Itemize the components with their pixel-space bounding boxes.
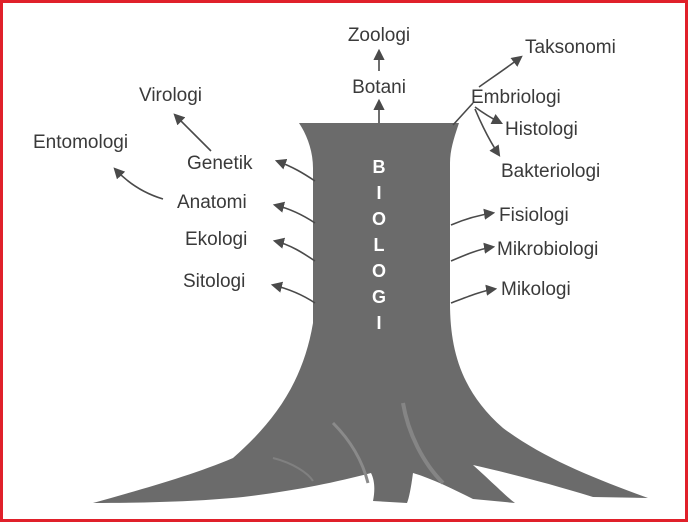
arrow bbox=[474, 108, 501, 157]
trunk-letter: O bbox=[372, 261, 386, 281]
label-sitologi: Sitologi bbox=[183, 271, 245, 292]
arrow bbox=[450, 208, 496, 226]
arrow bbox=[452, 102, 474, 126]
branch-labels: Zoologi Botani Taksonomi Embriologi Hist… bbox=[33, 25, 616, 300]
label-mikologi: Mikologi bbox=[501, 279, 571, 300]
trunk-letter: L bbox=[374, 235, 385, 255]
label-zoologi: Zoologi bbox=[348, 25, 410, 46]
arrow bbox=[450, 284, 498, 304]
arrow bbox=[272, 201, 316, 224]
arrow bbox=[113, 167, 164, 200]
label-fisiologi: Fisiologi bbox=[499, 205, 569, 226]
label-botani: Botani bbox=[352, 77, 406, 98]
biology-tree-diagram: B I O L O G I bbox=[33, 25, 648, 503]
label-anatomi: Anatomi bbox=[177, 192, 247, 213]
bark-streak bbox=[331, 421, 370, 484]
label-taksonomi: Taksonomi bbox=[525, 37, 616, 58]
arrow bbox=[474, 106, 504, 125]
trunk-letter: G bbox=[372, 287, 386, 307]
arrow bbox=[270, 281, 316, 304]
bark-streak bbox=[272, 457, 314, 482]
label-histologi: Histologi bbox=[505, 119, 578, 140]
label-entomologi: Entomologi bbox=[33, 132, 128, 153]
label-virologi: Virologi bbox=[139, 85, 202, 106]
arrow bbox=[478, 55, 523, 88]
tree-trunk bbox=[93, 123, 648, 503]
arrow bbox=[173, 113, 212, 152]
bark-streak bbox=[401, 402, 445, 485]
trunk-letter: I bbox=[376, 313, 381, 333]
arrow bbox=[274, 158, 316, 182]
arrow bbox=[272, 237, 316, 262]
label-bakteriologi: Bakteriologi bbox=[501, 161, 600, 182]
label-ekologi: Ekologi bbox=[185, 229, 247, 250]
trunk-letter: O bbox=[372, 209, 386, 229]
trunk-word: B I O L O G I bbox=[372, 157, 386, 333]
trunk-letter: I bbox=[376, 183, 381, 203]
label-genetik: Genetik bbox=[187, 153, 253, 174]
arrow bbox=[450, 242, 496, 262]
label-mikrobiologi: Mikrobiologi bbox=[497, 239, 598, 260]
branch-arrows bbox=[113, 48, 523, 304]
label-embriologi: Embriologi bbox=[471, 87, 561, 108]
trunk-letter: B bbox=[373, 157, 386, 177]
